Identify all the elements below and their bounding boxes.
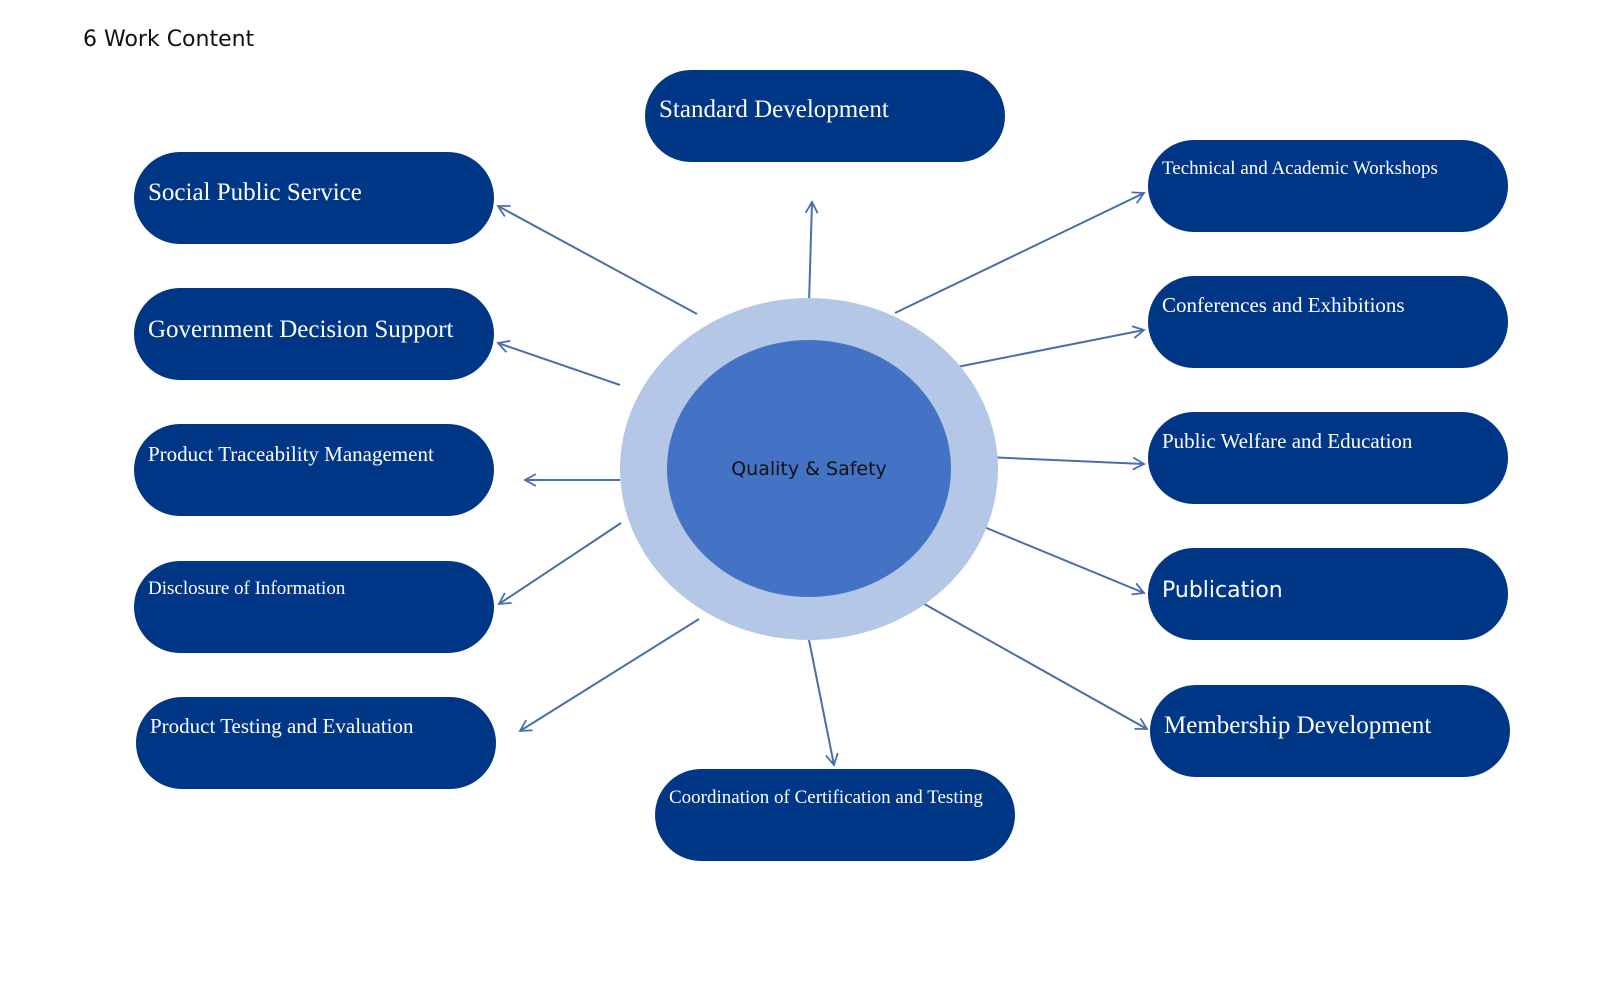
node-membership-development: Membership Development [1150, 685, 1510, 777]
node-conferences-and-exhibitions: Conferences and Exhibitions [1148, 276, 1508, 368]
node-coordination-of-certification-and-testing: Coordination of Certification and Testin… [655, 769, 1015, 861]
node-label: Conferences and Exhibitions [1162, 293, 1405, 317]
node-product-traceability-management: Product Traceability Management [134, 424, 494, 516]
diagram-title: 6 Work Content [83, 27, 255, 52]
node-label: Government Decision Support [148, 316, 454, 343]
node-social-public-service: Social Public Service [134, 152, 494, 244]
arrow-membership-development [902, 591, 1149, 730]
arrow-publication [971, 521, 1146, 596]
node-public-welfare-and-education: Public Welfare and Education [1148, 412, 1508, 504]
node-publication: Publication [1148, 548, 1508, 640]
node-technical-and-academic-workshops: Technical and Academic Workshops [1148, 140, 1508, 232]
arrow-conferences [956, 325, 1146, 368]
node-label: Disclosure of Information [148, 578, 346, 599]
center-node: Quality & Safety [667, 340, 951, 597]
arrow-government-decision-support [496, 340, 621, 386]
node-label: Coordination of Certification and Testin… [669, 787, 983, 808]
center-label: Quality & Safety [731, 457, 887, 480]
node-label: Public Welfare and Education [1162, 429, 1413, 453]
arrow-standard-development [804, 200, 819, 304]
node-label: Membership Development [1164, 712, 1432, 739]
node-label: Product Testing and Evaluation [150, 714, 414, 738]
node-product-testing-and-evaluation: Product Testing and Evaluation [136, 697, 496, 789]
arrow-technical-workshops [894, 191, 1146, 314]
node-disclosure-of-information: Disclosure of Information [134, 561, 494, 653]
arrow-social-public-service [496, 205, 698, 315]
node-label: Social Public Service [148, 179, 362, 206]
arrow-product-testing [518, 618, 700, 732]
node-label: Publication [1162, 578, 1283, 603]
node-government-decision-support: Government Decision Support [134, 288, 494, 380]
node-standard-development: Standard Development [645, 70, 1005, 162]
node-label: Technical and Academic Workshops [1162, 158, 1438, 179]
node-label: Standard Development [659, 96, 889, 123]
arrow-public-welfare [985, 456, 1146, 471]
arrow-disclosure-information [497, 522, 622, 606]
arrow-coordination-certification [808, 639, 839, 767]
node-label: Product Traceability Management [148, 442, 434, 466]
